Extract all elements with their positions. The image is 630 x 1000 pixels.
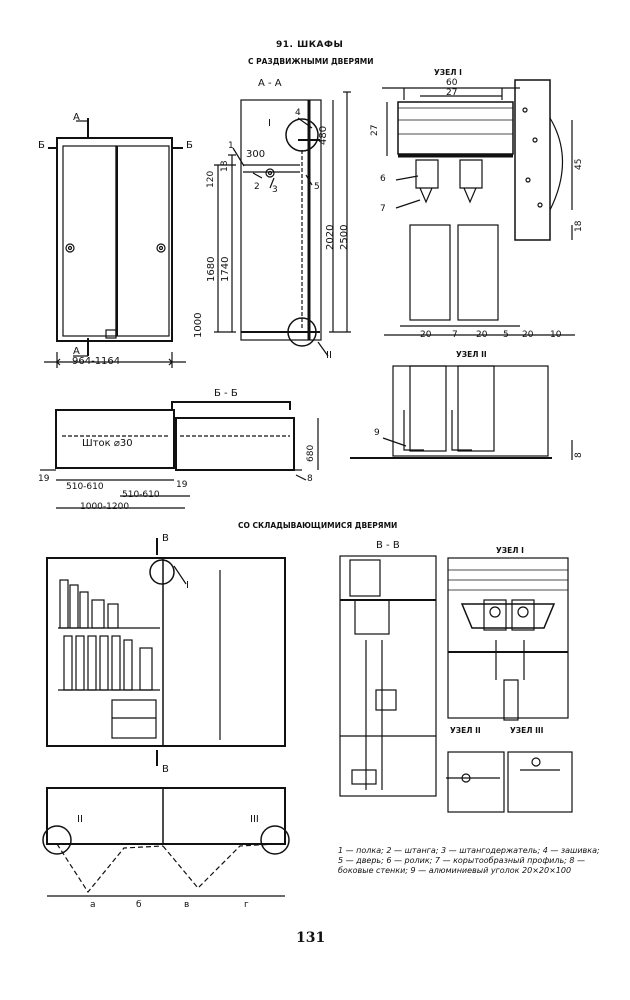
mark-iii-fold: III bbox=[250, 814, 259, 825]
folding-wardrobe-front bbox=[46, 538, 286, 766]
dim-510-b: 510-610 bbox=[122, 490, 160, 500]
node-2-fold-label: УЗЕЛ II bbox=[450, 726, 481, 735]
section-vv-label: В - В bbox=[376, 540, 400, 551]
dim-1000: 1000 bbox=[193, 312, 204, 338]
node-1-label: УЗЕЛ I bbox=[434, 68, 462, 77]
node-1-sliding bbox=[382, 79, 575, 336]
mark-v-bottom: В bbox=[162, 764, 169, 775]
shtok-label: Шток ⌀30 bbox=[82, 438, 133, 449]
mark-ii-fold: II bbox=[77, 814, 83, 825]
mark-i-aa: I bbox=[268, 118, 271, 129]
node-3-fold-label: УЗЕЛ III bbox=[510, 726, 544, 735]
callout-7: 7 bbox=[380, 204, 386, 214]
callout-8: 8 bbox=[307, 474, 313, 484]
mark-v-top: В bbox=[162, 533, 169, 544]
dim-45: 45 bbox=[574, 158, 584, 170]
part-v: в bbox=[184, 900, 190, 910]
dim-680: 680 bbox=[306, 444, 316, 462]
node-1-folding bbox=[447, 557, 569, 721]
part-a: а bbox=[90, 900, 96, 910]
dim-60: 60 bbox=[446, 78, 458, 88]
mark-i-fold: I bbox=[186, 580, 189, 591]
section-aa bbox=[214, 91, 351, 357]
callout-2: 2 bbox=[254, 182, 260, 192]
folding-plan bbox=[42, 787, 290, 897]
legend-text: 1 — полка; 2 — штанга; 3 — штангодержате… bbox=[338, 846, 600, 875]
dim-2500: 2500 bbox=[339, 224, 350, 250]
dim-7: 7 bbox=[452, 330, 458, 340]
node-1-fold-label: УЗЕЛ I bbox=[496, 546, 524, 555]
callout-6: 6 bbox=[380, 174, 386, 184]
dim-120: 120 bbox=[206, 170, 216, 188]
dim-width: 964-1164 bbox=[72, 356, 121, 367]
dim-2020: 2020 bbox=[325, 224, 336, 250]
mark-b-left: Б bbox=[38, 140, 45, 151]
callout-5: 5 bbox=[314, 182, 320, 192]
dim-1680: 1680 bbox=[206, 256, 217, 282]
dim-8: 8 bbox=[574, 452, 584, 458]
section-vv bbox=[339, 555, 437, 797]
dim-20-b: 20 bbox=[476, 330, 488, 340]
dim-480: 480 bbox=[318, 125, 329, 145]
dim-1740: 1740 bbox=[220, 256, 231, 282]
section-aa-label: А - А bbox=[258, 78, 282, 89]
dim-300: 300 bbox=[246, 149, 266, 160]
mark-a-top: А bbox=[73, 112, 80, 123]
dim-5: 5 bbox=[503, 330, 509, 340]
section-bb bbox=[40, 401, 319, 509]
subtitle-sliding: С РАЗДВИЖНЫМИ ДВЕРЯМИ bbox=[248, 57, 374, 66]
sliding-wardrobe-front bbox=[44, 118, 186, 368]
part-g: г bbox=[244, 900, 249, 910]
dim-27-side: 27 bbox=[370, 124, 380, 136]
dim-20-a: 20 bbox=[420, 330, 432, 340]
dim-20-c: 20 bbox=[522, 330, 534, 340]
dim-19-left: 19 bbox=[38, 474, 50, 484]
dim-19-right: 19 bbox=[176, 480, 188, 490]
node-2-3-folding bbox=[446, 751, 573, 813]
node-2-sliding bbox=[350, 365, 573, 460]
callout-3: 3 bbox=[272, 185, 278, 195]
mark-ii-aa: II bbox=[326, 350, 332, 361]
mark-a-bottom: А bbox=[73, 346, 80, 357]
page-title: 91. ШКАФЫ bbox=[276, 40, 344, 50]
page-number: 131 bbox=[296, 930, 326, 946]
section-bb-label: Б - Б bbox=[214, 388, 238, 399]
callout-9: 9 bbox=[374, 428, 380, 438]
subtitle-folding: СО СКЛАДЫВАЮЩИМИСЯ ДВЕРЯМИ bbox=[238, 521, 398, 530]
node-2-label: УЗЕЛ II bbox=[456, 350, 487, 359]
dim-27-top: 27 bbox=[446, 88, 458, 98]
dim-10: 10 bbox=[550, 330, 562, 340]
callout-4: 4 bbox=[295, 108, 301, 118]
dim-18-side: 18 bbox=[574, 220, 584, 232]
mark-b-right: Б bbox=[186, 140, 193, 151]
dim-1000-1200: 1000-1200 bbox=[80, 502, 130, 512]
dim-18: 18 bbox=[220, 160, 230, 172]
dim-510-a: 510-610 bbox=[66, 482, 104, 492]
part-b: б bbox=[136, 900, 142, 910]
callout-1: 1 bbox=[228, 141, 234, 151]
